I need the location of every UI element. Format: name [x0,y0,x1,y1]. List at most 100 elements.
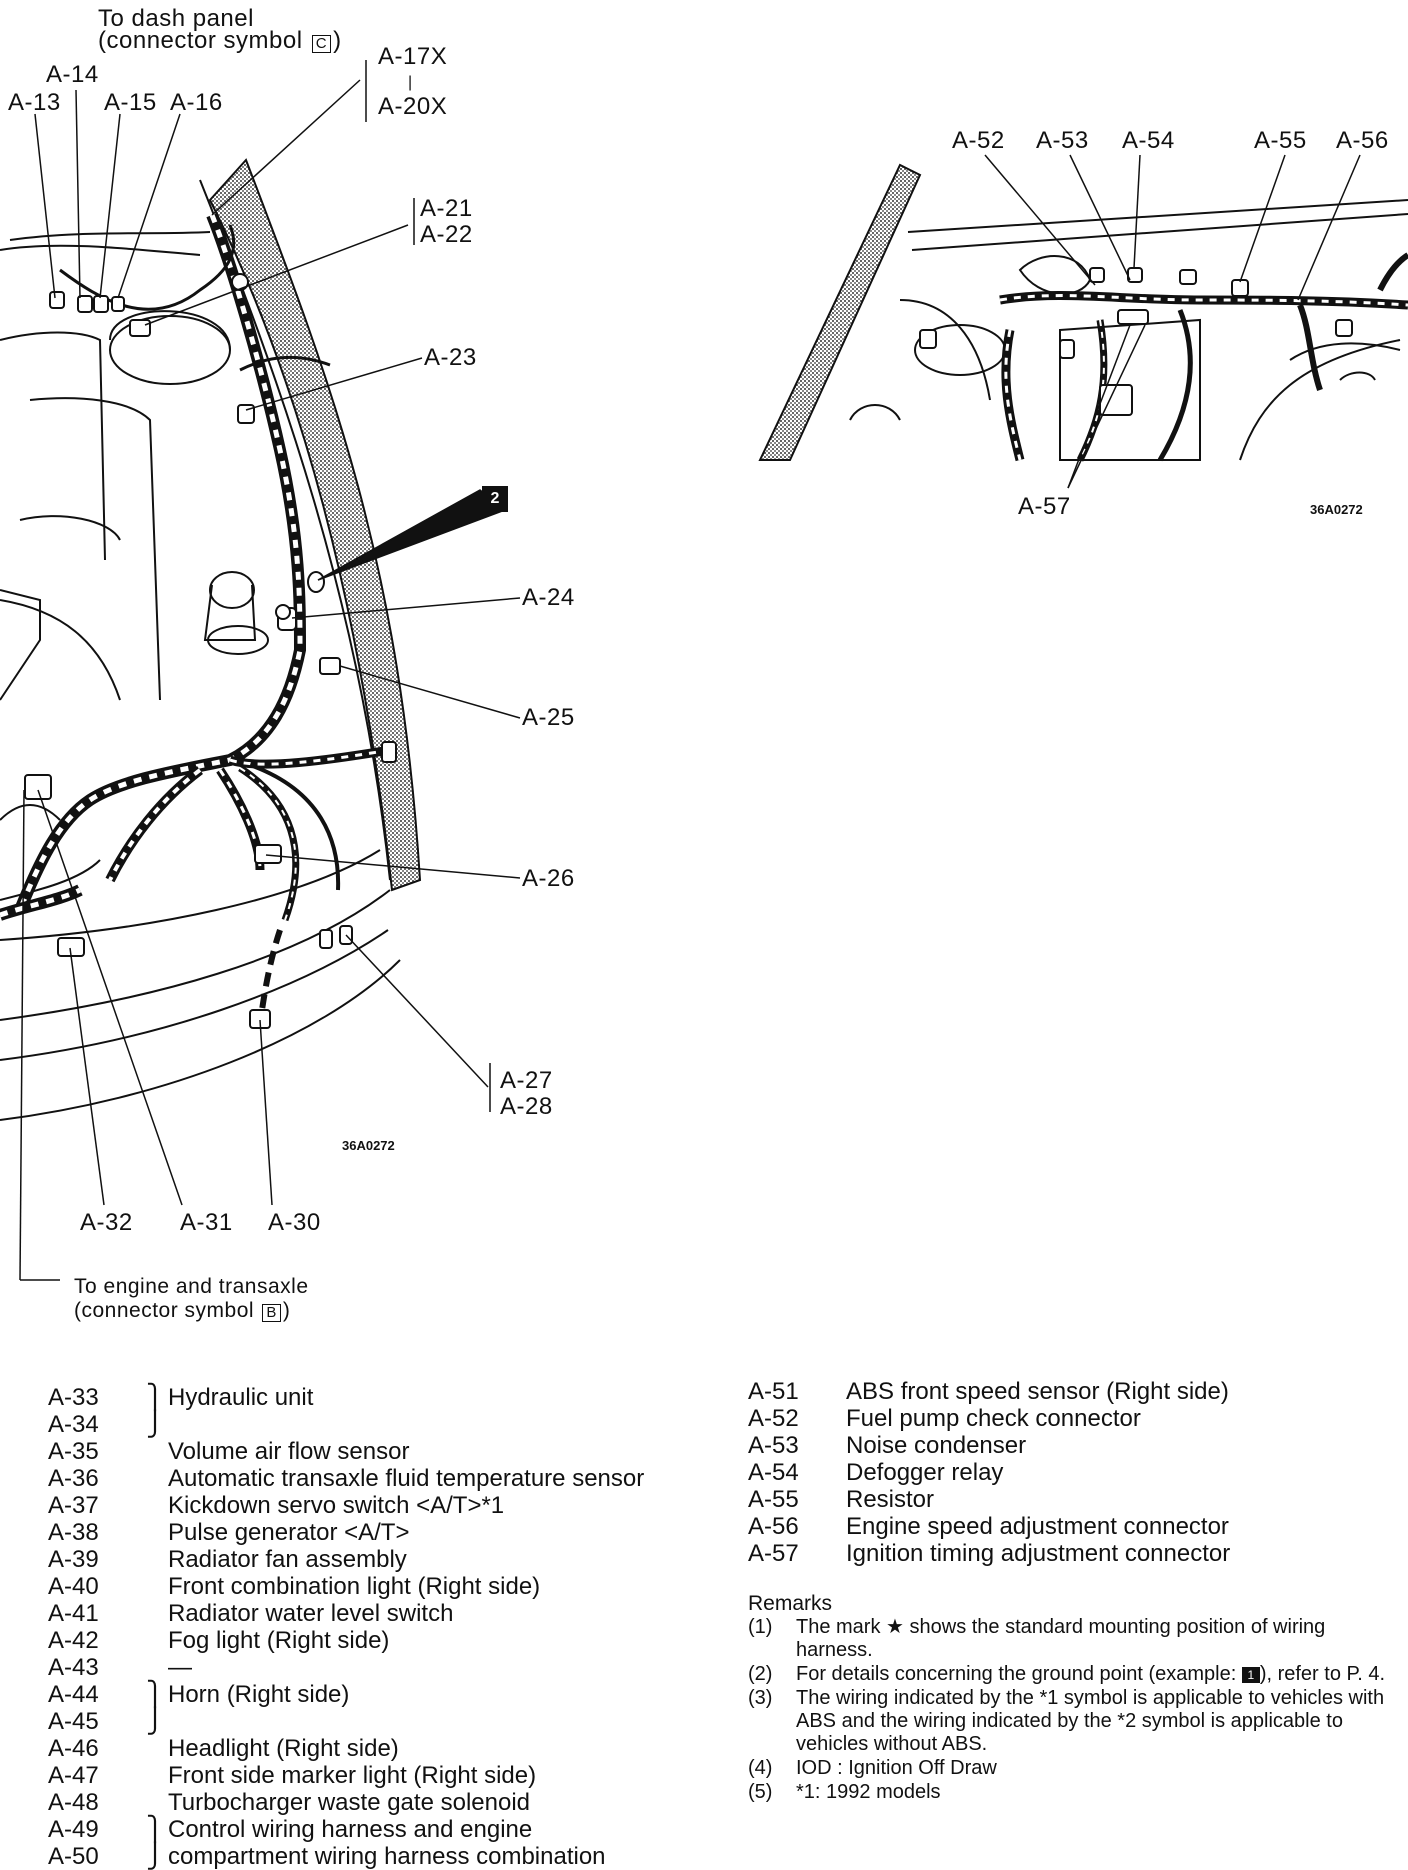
legend-id: A-56 [748,1513,799,1540]
remarks: Remarks (1)The mark ★ shows the standard… [748,1592,1393,1804]
legend-text: Noise condenser [846,1432,1027,1459]
legend-row: A-49⎫Control wiring harness and engine [48,1816,644,1843]
remark-2-text-pre: For details concerning the ground point … [796,1663,1242,1685]
label-a27: A-27 [500,1067,553,1094]
legend-brace [146,1519,168,1546]
label-a28: A-28 [500,1093,553,1120]
remark-1: (1)The mark ★ shows the standard mountin… [748,1616,1393,1662]
legend-text: Hydraulic unit [168,1384,314,1411]
legend-row: A-33 ⎫Hydraulic unit [48,1384,644,1411]
legend-text: Radiator fan assembly [168,1546,407,1573]
label-a20x: A-20X [378,93,448,120]
legend-row: A-42 Fog light (Right side) [48,1627,644,1654]
label-a55: A-55 [1254,127,1307,154]
dash-panel-note-line2: (connector symbol C) [98,28,342,54]
label-a52: A-52 [952,127,1005,154]
legend-text: compartment wiring harness combination [168,1843,606,1870]
label-a13: A-13 [8,89,61,116]
legend-row: A-44⎫Horn (Right side) [48,1681,644,1708]
legend-brace [146,1546,168,1573]
legend-row: A-34⎭ [48,1411,644,1438]
legend-id: A-57 [748,1540,799,1567]
legend-brace [146,1573,168,1600]
connector-symbol-c: C [311,35,332,53]
legend-id: A-33 [48,1384,99,1411]
label-a24: A-24 [522,584,575,611]
remark-5-num: (5) [748,1781,773,1803]
legend-brace [146,1789,168,1816]
legend-id: A-40 [48,1573,99,1600]
legend-text: — [168,1654,192,1681]
legend-brace: ⎫ [146,1816,164,1843]
legend-id: A-53 [748,1432,799,1459]
legend-brace [146,1465,168,1492]
legend-brace [146,1762,168,1789]
engine-transaxle-note-prefix: (connector symbol [74,1299,261,1322]
legend-text: Horn (Right side) [168,1681,350,1708]
remark-2: (2)For details concerning the ground poi… [748,1663,1393,1686]
label-a15: A-15 [104,89,157,116]
legend-text: Headlight (Right side) [168,1735,399,1762]
label-a25: A-25 [522,704,575,731]
legend-brace [146,1492,168,1519]
label-a14: A-14 [46,61,99,88]
legend-id: A-50 [48,1843,99,1870]
legend-text: Front combination light (Right side) [168,1573,541,1600]
ground-point-2: 2 [482,486,508,512]
legend-id: A-36 [48,1465,99,1492]
right-connectors [919,267,1353,416]
legend-brace [146,1654,168,1681]
legend-row: A-52 Fuel pump check connector [748,1405,1230,1432]
legend-row: A-53 Noise condenser [748,1432,1230,1459]
legend-text: Engine speed adjustment connector [846,1513,1229,1540]
range-separator: | [408,74,413,91]
legend-row: A-57 Ignition timing adjustment connector [748,1540,1230,1567]
legend-text: Defogger relay [846,1459,1004,1486]
legend-brace: ⎭ [146,1843,164,1870]
dash-panel-note-suffix: ) [333,27,342,54]
label-a32: A-32 [80,1209,133,1236]
legend-text: Resistor [846,1486,935,1513]
remarks-title: Remarks [748,1592,833,1615]
legend-id: A-52 [748,1405,799,1432]
legend-row: A-40 Front combination light (Right side) [48,1573,644,1600]
legend-brace [146,1627,168,1654]
label-a26: A-26 [522,865,575,892]
legend-id: A-55 [748,1486,799,1513]
legend-id: A-54 [748,1459,799,1486]
legend-row: A-43— [48,1654,644,1681]
remark-2-text-post: ), refer to P. 4. [1259,1663,1386,1685]
legend-row: A-45⎭ [48,1708,644,1735]
legend-id: A-47 [48,1762,99,1789]
legend-brace: ⎫ [146,1384,164,1411]
legend-text: Fog light (Right side) [168,1627,390,1654]
label-a21: A-21 [420,195,473,222]
label-a30: A-30 [268,1209,321,1236]
label-a56: A-56 [1336,127,1389,154]
remark-4-text: IOD : Ignition Off Draw [796,1757,997,1779]
legend-text: Turbocharger waste gate solenoid [168,1789,530,1816]
label-a16: A-16 [170,89,223,116]
engine-transaxle-note-line1: To engine and transaxle [74,1275,309,1298]
engine-transaxle-note-line2: (connector symbol B) [74,1298,290,1324]
legend-row: A-56 Engine speed adjustment connector [748,1513,1230,1540]
right-harness [999,252,1408,462]
legend-brace: ⎫ [146,1681,164,1708]
remark-4: (4)IOD : Ignition Off Draw [748,1757,1393,1780]
legend-id: A-46 [48,1735,99,1762]
legend-id: A-37 [48,1492,99,1519]
left-harness [0,212,391,1011]
remark-5-text: *1: 1992 models [796,1781,941,1803]
legend-brace: ⎭ [146,1708,164,1735]
legend-text: Fuel pump check connector [846,1405,1141,1432]
legend-text: Kickdown servo switch <A/T>*1 [168,1492,505,1519]
legend-text: Ignition timing adjustment connector [846,1540,1231,1567]
legend-id: A-42 [48,1627,99,1654]
remark-5: (5) *1: 1992 models [748,1781,1393,1804]
legend-text: Control wiring harness and engine [168,1816,533,1843]
